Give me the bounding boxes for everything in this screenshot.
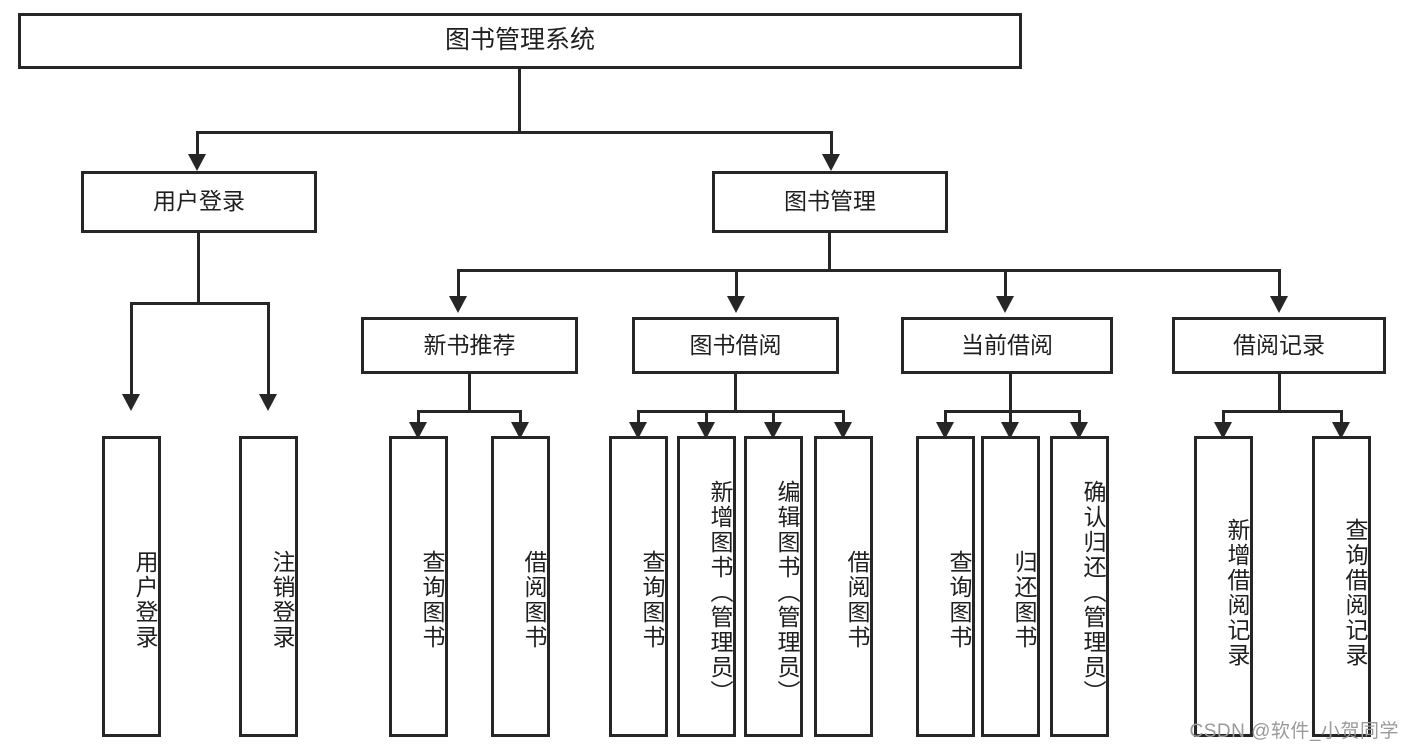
node-new-book-recommend[interactable]: 新书推荐 xyxy=(361,317,578,374)
node-label: 图书管理系统 xyxy=(444,26,595,55)
edge-cb-drop-2 xyxy=(1009,410,1012,428)
node-label: 确认归还（管理员） xyxy=(1080,480,1106,705)
edge-level2-drop-book xyxy=(830,131,833,159)
edge-user-login-stem xyxy=(197,233,200,304)
arrow-to-nb-query-book xyxy=(409,422,427,439)
edge-level2-drop-user xyxy=(196,131,199,159)
node-label: 借阅记录 xyxy=(1233,331,1325,358)
arrow-to-cb-return-book xyxy=(1001,422,1019,439)
edge-root-stem xyxy=(518,69,521,133)
arrow-to-bb-borrow-book xyxy=(834,422,852,439)
arrow-to-br-query-record xyxy=(1332,422,1350,439)
arrow-to-cb-confirm-return xyxy=(1070,422,1088,439)
arrow-to-logout-leaf xyxy=(259,394,277,411)
node-current-borrow[interactable]: 当前借阅 xyxy=(901,317,1113,374)
leaf-cb-confirm-return[interactable]: 确认归还（管理员） xyxy=(1050,436,1109,737)
node-label: 归还图书 xyxy=(1011,549,1037,650)
leaf-cb-return-book[interactable]: 归还图书 xyxy=(981,436,1040,737)
node-label: 新增借阅记录 xyxy=(1224,517,1250,668)
arrow-to-nb-borrow-book xyxy=(511,422,529,439)
node-user-login[interactable]: 用户登录 xyxy=(81,171,317,233)
edge-borrow-record-stem xyxy=(1278,374,1281,412)
arrow-to-user-login-leaf xyxy=(122,394,140,411)
arrow-to-book-borrow xyxy=(727,296,745,313)
edge-level3-drop-2 xyxy=(735,269,738,299)
node-label: 当前借阅 xyxy=(961,331,1053,358)
leaf-br-add-record[interactable]: 新增借阅记录 xyxy=(1194,436,1253,737)
edge-book-management-stem xyxy=(828,233,831,271)
arrow-to-bb-query-book xyxy=(629,422,647,439)
edge-bb-drop-2 xyxy=(705,410,708,428)
arrow-to-bb-edit-book xyxy=(764,422,782,439)
leaf-br-query-record[interactable]: 查询借阅记录 xyxy=(1312,436,1371,737)
edge-new-book-stem xyxy=(468,374,471,412)
leaf-user-login[interactable]: 用户登录 xyxy=(102,436,161,737)
leaf-bb-query-book[interactable]: 查询图书 xyxy=(609,436,668,737)
node-book-management[interactable]: 图书管理 xyxy=(712,171,948,233)
edge-new-book-drop-1 xyxy=(417,410,420,428)
edge-cb-drop-3 xyxy=(1078,410,1081,428)
edge-br-drop-1 xyxy=(1222,410,1225,428)
edge-level3-drop-1 xyxy=(457,269,460,299)
node-label: 注销登录 xyxy=(269,549,295,650)
node-label: 新书推荐 xyxy=(423,331,516,358)
leaf-nb-query-book[interactable]: 查询图书 xyxy=(389,436,448,737)
node-root-book-management-system[interactable]: 图书管理系统 xyxy=(18,13,1022,69)
edge-book-borrow-stem xyxy=(734,374,737,412)
edge-level3-drop-3 xyxy=(1004,269,1007,299)
leaf-bb-add-book[interactable]: 新增图书（管理员） xyxy=(677,436,736,737)
edge-bb-drop-1 xyxy=(637,410,640,428)
arrow-to-book-management xyxy=(822,154,840,171)
edge-br-drop-2 xyxy=(1340,410,1343,428)
node-label: 图书借阅 xyxy=(689,331,782,358)
node-label: 查询图书 xyxy=(946,549,972,650)
arrow-to-new-book-recommend xyxy=(449,296,467,313)
leaf-bb-borrow-book[interactable]: 借阅图书 xyxy=(814,436,873,737)
edge-level3-drop-4 xyxy=(1278,269,1281,299)
edge-current-borrow-stem xyxy=(1009,374,1012,412)
edge-borrow-record-bus xyxy=(1222,410,1343,413)
edge-level2-bus xyxy=(196,131,833,134)
node-label: 借阅图书 xyxy=(844,549,870,650)
arrow-to-user-login xyxy=(188,154,206,171)
edge-bb-drop-4 xyxy=(842,410,845,428)
edge-book-borrow-bus xyxy=(637,410,845,413)
edge-cb-drop-1 xyxy=(944,410,947,428)
node-label: 查询图书 xyxy=(419,549,445,650)
leaf-logout[interactable]: 注销登录 xyxy=(239,436,298,737)
node-label: 借阅图书 xyxy=(521,549,547,650)
arrow-to-borrow-record xyxy=(1270,296,1288,313)
leaf-cb-query-book[interactable]: 查询图书 xyxy=(916,436,975,737)
node-borrow-record[interactable]: 借阅记录 xyxy=(1172,317,1386,374)
leaf-bb-edit-book[interactable]: 编辑图书（管理员） xyxy=(744,436,803,737)
edge-new-book-bus xyxy=(417,410,522,413)
arrow-to-br-add-record xyxy=(1214,422,1232,439)
node-label: 用户登录 xyxy=(153,188,245,215)
leaf-nb-borrow-book[interactable]: 借阅图书 xyxy=(491,436,550,737)
node-label: 编辑图书（管理员） xyxy=(774,480,800,705)
arrow-to-cb-query-book xyxy=(936,422,954,439)
edge-current-borrow-bus xyxy=(944,410,1081,413)
node-label: 用户登录 xyxy=(132,549,158,650)
edge-bb-drop-3 xyxy=(772,410,775,428)
arrow-to-bb-add-book xyxy=(697,422,715,439)
edge-level3-bus xyxy=(457,269,1281,272)
node-label: 新增图书（管理员） xyxy=(707,480,733,705)
arrow-to-current-borrow xyxy=(996,296,1014,313)
node-label: 查询图书 xyxy=(639,549,665,650)
node-label: 图书管理 xyxy=(784,188,876,215)
node-book-borrow[interactable]: 图书借阅 xyxy=(632,317,839,374)
edge-user-login-drop-1 xyxy=(130,302,133,398)
edge-user-login-bus xyxy=(130,302,270,305)
edge-new-book-drop-2 xyxy=(519,410,522,428)
node-label: 查询借阅记录 xyxy=(1342,517,1368,668)
edge-user-login-drop-2 xyxy=(267,302,270,398)
